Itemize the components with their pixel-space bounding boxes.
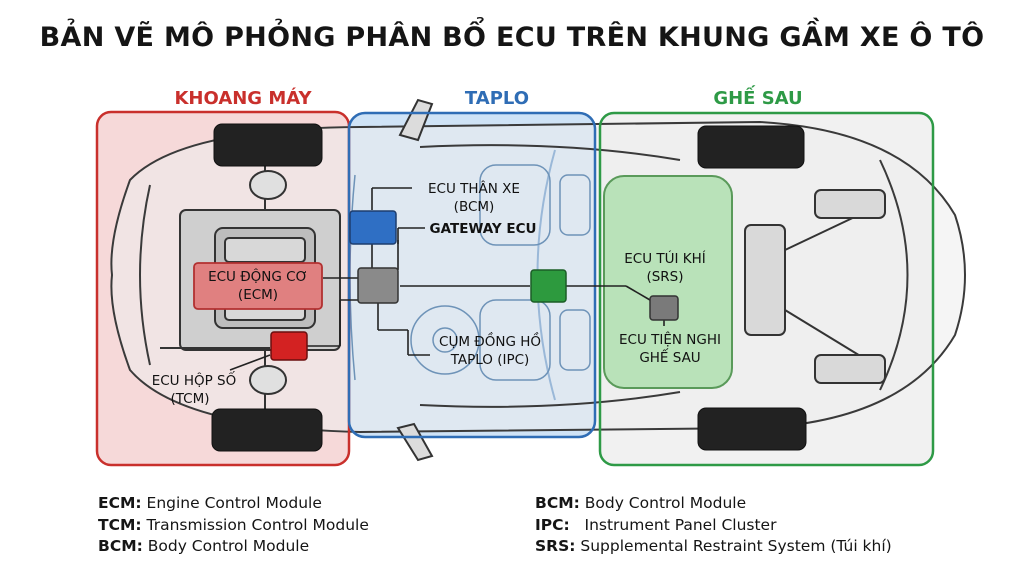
label-gateway: GATEWAY ECU <box>430 221 537 237</box>
legend-item-bcm: BCM: Body Control Module <box>98 537 310 555</box>
connection-wires <box>229 187 665 371</box>
wheels <box>211 123 807 452</box>
label-ecm-line1: ECU ĐỘNG CƠ <box>208 267 308 285</box>
front-left-wheel <box>213 123 323 167</box>
left-mirror <box>398 98 434 142</box>
zone-label-dashboard: TAPLO <box>465 88 529 109</box>
zone-label-engine-bay: KHOANG MÁY <box>174 87 312 109</box>
front-right-wheel <box>211 408 323 452</box>
label-ecm-line2: (ECM) <box>238 287 278 303</box>
ecu-rear-module <box>649 295 679 321</box>
label-bcm-line2: (BCM) <box>454 199 495 215</box>
label-ipc-line2: TAPLO (IPC) <box>450 352 530 368</box>
label-srs-line1: ECU TÚI KHÍ <box>624 249 706 267</box>
rear-left-wheel <box>697 125 805 169</box>
legend-item-srs: SRS: Supplemental Restraint System (Túi … <box>535 537 892 555</box>
legend-item-ecm: ECM: Engine Control Module <box>98 494 322 512</box>
ecu-gateway-module <box>357 267 399 304</box>
label-ipc-line1: CỤM ĐỒNG HỒ <box>439 331 541 350</box>
legend-item-bcm-right: BCM: Body Control Module <box>535 494 747 512</box>
zone-label-rear-seat: GHẾ SAU <box>713 85 802 109</box>
label-tcm-line1: ECU HỘP SỐ <box>152 370 237 389</box>
ecu-tcm-module <box>270 331 308 361</box>
ecu-ecm-module <box>193 262 323 310</box>
label-comfort-line2: GHẾ SAU <box>639 347 700 366</box>
label-srs-line2: (SRS) <box>646 269 683 285</box>
ecu-ipc-module <box>530 269 567 303</box>
legend-item-tcm: TCM: Transmission Control Module <box>98 515 369 534</box>
ecu-bcm-module <box>349 210 397 245</box>
right-mirror <box>396 422 434 462</box>
rear-seat-zone-frame <box>598 111 935 467</box>
legend-item-ipc: IPC: Instrument Panel Cluster <box>535 515 777 534</box>
label-tcm-line2: (TCM) <box>170 391 209 407</box>
page-title: BẢN VẼ MÔ PHỎNG PHÂN BỔ ECU TRÊN KHUNG G… <box>39 22 985 53</box>
dashboard-zone-frame <box>347 111 597 439</box>
label-comfort-line1: ECU TIỆN NGHI <box>619 330 721 348</box>
rear-chassis <box>744 189 886 384</box>
legend-right: BCM: Body Control Module IPC: Instrument… <box>535 493 892 558</box>
label-bcm-line1: ECU THÂN XE <box>428 179 520 197</box>
rear-seat-bench <box>603 175 733 389</box>
legend-left: ECM: Engine Control Module TCM: Transmis… <box>98 493 369 558</box>
rear-right-wheel <box>697 407 807 451</box>
